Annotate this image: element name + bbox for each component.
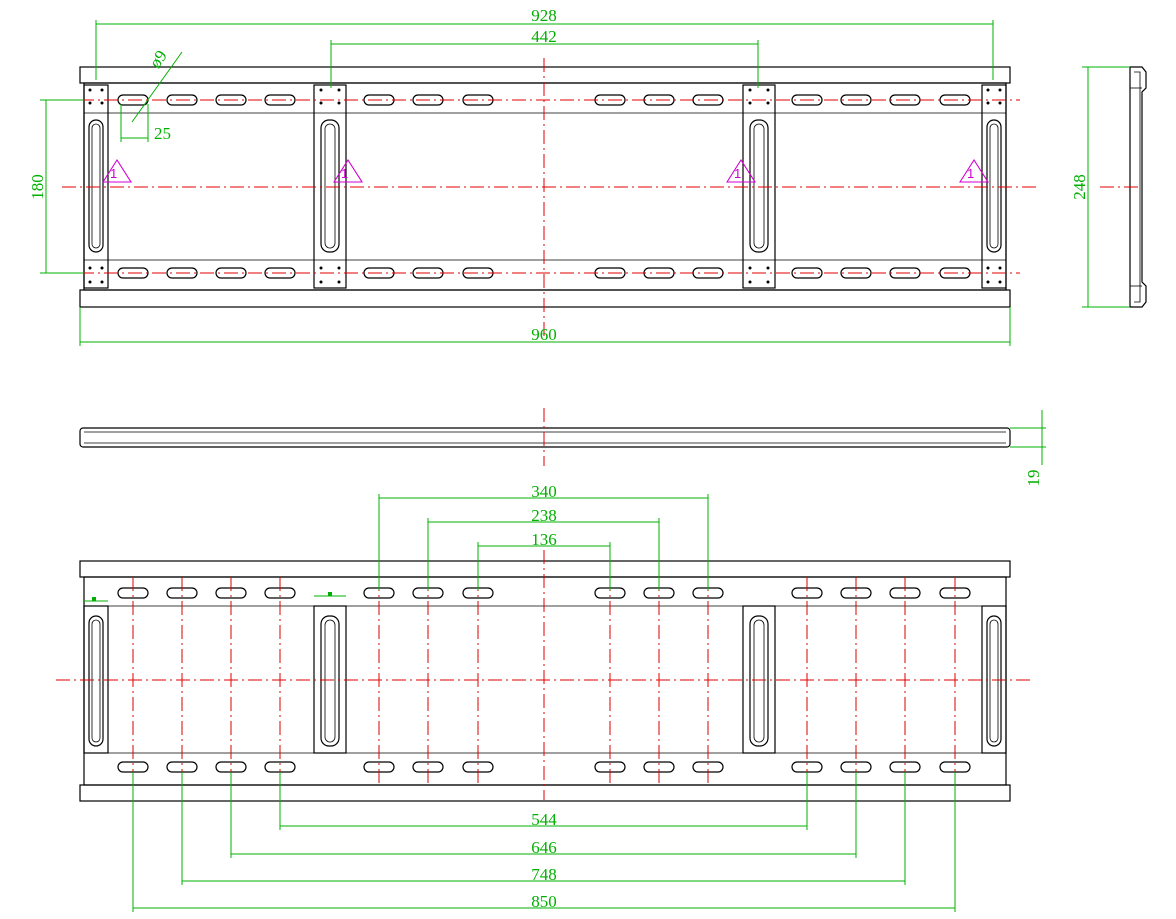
dim-25: 25 (154, 124, 171, 143)
rear-frame (83, 576, 1007, 786)
rear-centerlines (56, 550, 1030, 800)
dim-180: 180 (28, 174, 47, 200)
rear-brackets (83, 592, 1007, 754)
dim-928: 928 (531, 6, 557, 25)
front-dimensions: 928 442 ø9 25 180 960 (28, 6, 1011, 346)
dim-960: 960 (531, 325, 557, 344)
front-view: 1 1 1 1 928 442 ø9 25 (28, 6, 1040, 346)
dim-646: 646 (531, 838, 557, 857)
side-view: 248 (1070, 66, 1147, 308)
dim-442: 442 (531, 27, 557, 46)
front-bottom-rail (79, 289, 1011, 308)
dim-136: 136 (531, 530, 557, 549)
dim-340: 340 (531, 482, 557, 501)
dim-19: 19 (1024, 470, 1043, 487)
dim-238: 238 (531, 506, 557, 525)
dim-hole-diameter: ø9 (146, 47, 171, 72)
dim-850: 850 (531, 892, 557, 911)
front-centerlines (62, 58, 1040, 340)
front-top-rail (79, 66, 1011, 84)
rear-view: 340 238 136 544 646 748 (56, 482, 1030, 912)
dim-748: 748 (531, 865, 557, 884)
top-view: 19 (79, 408, 1046, 487)
weld-mark-label: 1 (967, 166, 974, 181)
weld-mark-label: 1 (734, 166, 741, 181)
weld-marks: 1 1 1 1 (101, 158, 990, 183)
rear-bottom-rail (79, 784, 1011, 802)
weld-mark-label: 1 (341, 166, 348, 181)
dim-248: 248 (1070, 174, 1089, 200)
dim-544: 544 (531, 810, 557, 829)
rear-top-rail (79, 560, 1011, 578)
rear-dimensions: 340 238 136 544 646 748 (132, 482, 956, 912)
weld-mark-label: 1 (110, 166, 117, 181)
